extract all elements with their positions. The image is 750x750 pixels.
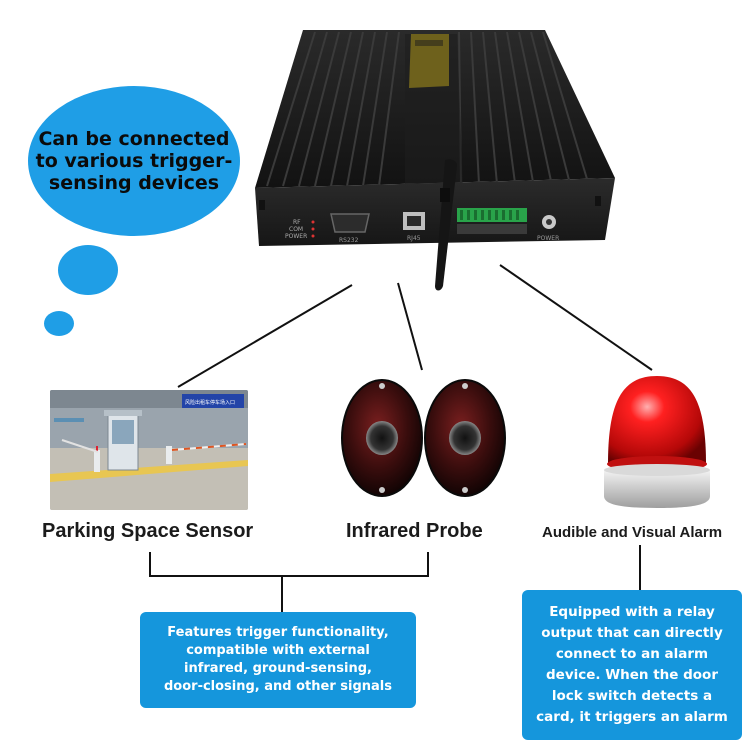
infrared-probe-drawing: [341, 379, 506, 497]
parking-sign-text: 风险出租车停车场入口: [185, 399, 235, 406]
bracket-left: [149, 552, 429, 577]
bubble-tail-dot-large: [58, 245, 118, 295]
trigger-functionality-info-box: Features trigger functionality, compatib…: [140, 612, 416, 708]
audible-visual-alarm-image: [600, 372, 715, 512]
svg-text:POWER: POWER: [537, 235, 559, 242]
line-to-parking: [177, 284, 353, 388]
bubble-text: Can be connected to various trigger-sens…: [35, 128, 233, 194]
svg-text:RS232: RS232: [339, 237, 359, 244]
infrared-probe-label: Infrared Probe: [346, 520, 483, 542]
parking-scene-drawing: 风险出租车停车场入口: [50, 390, 248, 510]
parking-space-sensor-label: Parking Space Sensor: [42, 520, 254, 542]
trigger-functionality-text: Features trigger functionality, compatib…: [163, 625, 393, 694]
svg-text:RF: RF: [293, 219, 301, 226]
svg-text:COM: COM: [289, 226, 303, 233]
relay-output-text: Equipped with a relay output that can di…: [536, 604, 728, 725]
speech-bubble: Can be connected to various trigger-sens…: [28, 86, 240, 236]
audible-visual-alarm-label: Audible and Visual Alarm: [542, 524, 723, 541]
controller-device-image: RF COM POWER RS232 RJ45 POWER: [245, 28, 615, 318]
alarm-drawing: [604, 376, 710, 508]
line-to-probe: [397, 282, 423, 371]
line-to-alarm: [499, 264, 653, 371]
svg-text:POWER: POWER: [285, 233, 307, 240]
parking-space-sensor-image: 风险出租车停车场入口: [50, 390, 248, 510]
infrared-probe-image: [335, 372, 515, 502]
bubble-tail-dot-small: [44, 311, 74, 336]
relay-output-info-box: Equipped with a relay output that can di…: [522, 590, 742, 740]
controller-device-drawing: RF COM POWER RS232 RJ45 POWER: [255, 30, 615, 291]
svg-text:RJ45: RJ45: [407, 235, 421, 242]
